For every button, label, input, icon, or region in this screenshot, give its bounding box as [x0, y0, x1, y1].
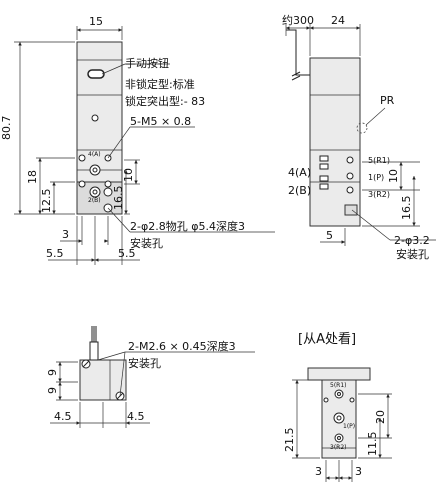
- dim-10-front: 10: [122, 168, 135, 182]
- side-body: [309, 57, 361, 227]
- side-view: 4(A) 2(B) 5(R1) 1(P) 3(R2) 约300 24 PR 10…: [282, 14, 436, 261]
- bottom-view: 9 9 4.5 4.5 2-M2.6 × 0.45深度3 安装孔: [46, 326, 255, 428]
- dim-3-view-a-right: 3: [355, 465, 362, 478]
- dim-11-5: 11.5: [366, 432, 379, 457]
- dim-9-top: 9: [46, 369, 59, 376]
- dim-width-15: 15: [89, 15, 103, 28]
- dim-4-5-left: 4.5: [54, 410, 72, 423]
- bottom-hole-spec: 2-M2.6 × 0.45深度3: [128, 339, 236, 353]
- cable-line: [286, 29, 310, 76]
- pr-label: PR: [380, 94, 395, 107]
- dim-24: 24: [331, 14, 345, 27]
- non-lock-type-label: 非锁定型:标准: [125, 77, 195, 91]
- side-port-3: 3(R2): [368, 190, 390, 199]
- side-mount-hole-label: 安装孔: [396, 247, 429, 261]
- lock-type-label: 锁定突出型:- 83: [125, 94, 205, 108]
- front-port-4a-label: 4(A): [88, 151, 101, 158]
- side-port-5: 5(R1): [368, 156, 390, 165]
- side-hole-spec: 2-φ3.2: [394, 234, 430, 247]
- mount-hole-label: 安装孔: [130, 236, 163, 250]
- view-a-top-band: [307, 367, 371, 381]
- side-port-2b: 2(B): [288, 184, 311, 197]
- dim-5-5-right: 5.5: [118, 247, 136, 260]
- thread-label: 5-M5 × 0.8: [130, 115, 191, 128]
- dim-16-5-front: 16.5: [112, 186, 125, 211]
- dim-16-5-side: 16.5: [400, 196, 413, 221]
- manual-button-label: 手动按钮: [125, 56, 169, 70]
- dim-12-5: 12.5: [40, 189, 53, 214]
- mount-hole-spec-label: 2-φ2.8物孔 φ5.4深度3: [130, 219, 245, 233]
- dim-4-5-right: 4.5: [127, 410, 145, 423]
- dim-5-5-left: 5.5: [46, 247, 64, 260]
- dim-approx-300: 约300: [282, 14, 314, 27]
- side-port-1: 1(P): [368, 173, 384, 182]
- front-base: [76, 181, 123, 215]
- front-body: [76, 41, 123, 203]
- dim-height-80-7: 80.7: [0, 116, 13, 141]
- view-a: [从A处看] 5(R1) 1(P) 3(R2) 21.5 20 11.5: [283, 331, 392, 482]
- side-port-4a: 4(A): [288, 166, 311, 179]
- side-mount-hole-icon: [344, 204, 358, 216]
- front-port-2b-label: 2(B): [88, 197, 101, 204]
- view-a-port-3: 3(R2): [330, 444, 347, 451]
- front-view: 4(A) 2(B) 15 80.7 18 12.5 10 16.5: [0, 15, 275, 265]
- dim-21-5: 21.5: [283, 428, 296, 453]
- dim-3-view-a-left: 3: [315, 465, 322, 478]
- dim-5-side: 5: [326, 229, 333, 242]
- view-a-port-5: 5(R1): [330, 382, 347, 389]
- indicator-hole: [91, 114, 99, 122]
- view-a-title: [从A处看]: [298, 331, 356, 347]
- dim-20: 20: [374, 410, 387, 424]
- dim-10-side: 10: [387, 169, 400, 183]
- dim-3-front: 3: [62, 228, 69, 241]
- dim-9-bottom: 9: [46, 387, 59, 394]
- bottom-mount-hole-label: 安装孔: [128, 356, 161, 370]
- dim-18: 18: [26, 170, 39, 184]
- view-a-port-1: 1(P): [343, 423, 355, 430]
- manual-button-icon: [87, 69, 105, 79]
